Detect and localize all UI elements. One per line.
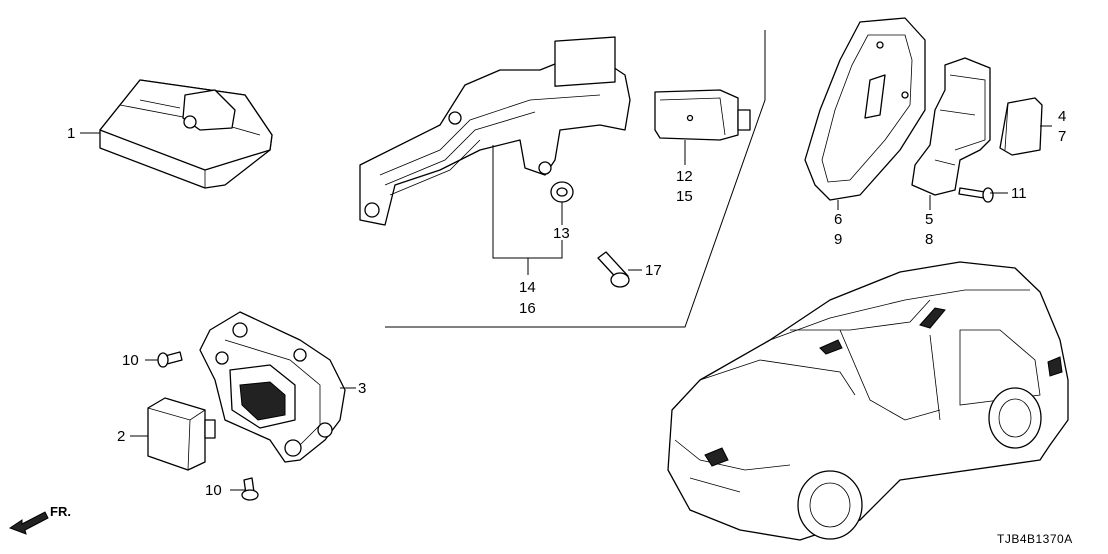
callout-17: 17	[645, 262, 662, 279]
callout-16: 16	[519, 300, 536, 317]
part-6-cover	[804, 17, 926, 201]
fr-label: FR.	[50, 504, 71, 519]
callouts: 1 2 3 4 5 6 7 8 9 10 10 11 12 13 14 15 1…	[67, 108, 1066, 499]
callout-11: 11	[1011, 185, 1027, 202]
callout-3: 3	[358, 380, 366, 397]
callout-4: 4	[1058, 108, 1066, 125]
part-12-module	[654, 89, 751, 141]
callout-15: 15	[676, 188, 693, 205]
part-10-bolt-upper	[157, 351, 183, 368]
callout-5: 5	[925, 211, 933, 228]
part-4-module	[999, 97, 1043, 156]
part-2-module	[147, 397, 216, 471]
part-13-washer	[550, 181, 574, 203]
part-11-bolt	[958, 187, 994, 203]
callout-2: 2	[117, 428, 125, 445]
part-10-bolt-lower	[241, 477, 259, 501]
callout-7: 7	[1058, 128, 1066, 145]
part-17-bolt	[597, 251, 630, 288]
callout-13: 13	[553, 225, 570, 242]
vehicle-illustration	[667, 261, 1069, 541]
callout-14: 14	[519, 279, 536, 296]
callout-9: 9	[834, 231, 842, 248]
inset-divider-line	[385, 30, 766, 328]
callout-1: 1	[67, 125, 75, 142]
callout-10-lower: 10	[205, 482, 222, 499]
leader-lines	[80, 125, 1052, 491]
part-3-bracket	[199, 311, 346, 463]
callout-12: 12	[676, 168, 693, 185]
part-5-bracket	[911, 57, 991, 196]
front-direction-arrow: FR.	[8, 504, 71, 535]
part-14-bracket	[359, 36, 631, 226]
callout-8: 8	[925, 231, 933, 248]
diagram-code: TJB4B1370A	[997, 532, 1073, 546]
callout-10-upper: 10	[122, 352, 139, 369]
callout-6: 6	[834, 211, 842, 228]
part-1-control-unit	[99, 79, 273, 189]
